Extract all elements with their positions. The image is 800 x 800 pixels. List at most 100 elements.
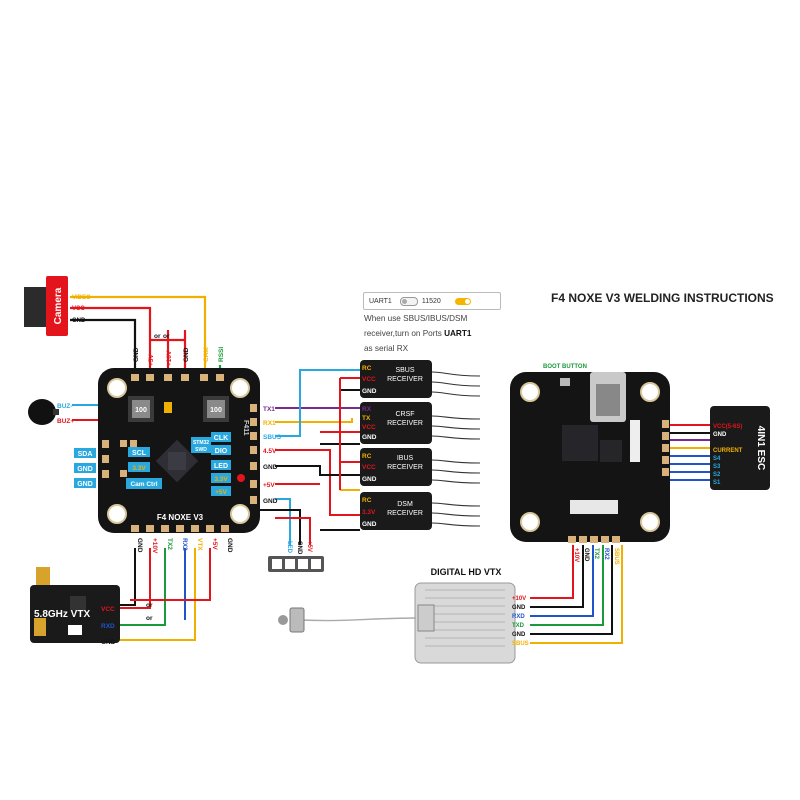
- fc-5v-right: +5V: [215, 489, 227, 496]
- sbus-sub: RECEIVER: [387, 376, 423, 383]
- fc2-pad-gnd: GND: [583, 548, 589, 562]
- dsm-name: DSM: [397, 501, 413, 508]
- hd-vtx-label: DIGITAL HD VTX: [431, 567, 502, 577]
- esc-pin-current: CURRENT: [713, 448, 743, 454]
- bottom-pad-gnd-2: GND: [226, 538, 233, 553]
- crsf-pin-gnd: GND: [362, 434, 377, 441]
- bottom-pad-vtx: VTX: [196, 538, 203, 551]
- esc-pin-s1: S1: [713, 480, 721, 486]
- hd-vtx-pin-gnd: GND: [512, 605, 526, 611]
- top-pad-gnd-2: GND: [183, 347, 190, 362]
- right-gnd-label-2: GND: [263, 498, 278, 505]
- vtx-pin-gnd: GND: [101, 639, 116, 646]
- sbus-pin-gnd: GND: [362, 388, 377, 395]
- hd-vtx-pin-sbus: SBUS: [512, 641, 529, 647]
- camera: Camera VIDEO VCC GND: [24, 276, 91, 336]
- right-45v-label: 4.5V: [263, 448, 277, 455]
- ibus-name: IBUS: [397, 455, 414, 462]
- hd-vtx-pin-10v: +10V: [512, 596, 526, 602]
- hd-vtx-pin-txd: TXD: [512, 623, 525, 629]
- fc-top-pad-labels: GND +5V or or +10V GND CAM RSSI: [133, 333, 225, 366]
- fc2-bottom-pad-labels: +10V GND TX2 RX2 SBUS: [573, 548, 619, 565]
- bottom-pad-5v: +5V: [211, 538, 218, 550]
- video-wire: [70, 295, 207, 373]
- esc-pin-s3: S3: [713, 464, 721, 470]
- esc-pin-vcc: VCC(5-6S): [713, 424, 742, 430]
- analog-vtx: 5.8GHz VTX VCC RXD GND or or: [30, 567, 153, 646]
- esc-label: 4IN1 ESC: [755, 426, 766, 470]
- esc-pin-gnd: GND: [713, 432, 727, 438]
- fc2-pad-tx2: TX2: [593, 548, 599, 560]
- right-sbus-label: SBUS: [263, 434, 282, 441]
- ibus-pin-vcc: VCC: [362, 464, 376, 471]
- crsf-sub: RECEIVER: [387, 420, 423, 427]
- uart-note: When use SBUS/IBUS/DSM receiver,turn on …: [364, 311, 504, 356]
- crsf-pin-vcc: VCC: [362, 424, 376, 431]
- vtx-or-1: or: [146, 602, 153, 609]
- esc-wires: [670, 424, 712, 481]
- fc-clk-label: CLK: [214, 435, 228, 442]
- vtx-pin-vcc: VCC: [101, 606, 115, 613]
- led-strip: LED GND +5V: [268, 541, 324, 572]
- fc-f411-label: F411: [242, 420, 249, 436]
- esc-pin-s2: S2: [713, 472, 721, 478]
- right-gnd-label-1: GND: [263, 464, 278, 471]
- hd-vtx-wires: [530, 545, 623, 644]
- right-tx1-label: TX1: [263, 406, 275, 413]
- top-pad-gnd: GND: [133, 347, 140, 362]
- bottom-pad-gnd: GND: [136, 538, 143, 553]
- toggle-off-icon: [399, 296, 418, 306]
- fc-right-labels: TX1 RX1 SBUS 4.5V GND +5V GND: [263, 406, 282, 505]
- fc-left-labels: SDA GND GND: [74, 448, 96, 488]
- fc2-pad-10v: +10V: [573, 548, 579, 562]
- hd-vtx-pin-gnd-2: GND: [512, 632, 526, 638]
- camera-pin-gnd: GND: [72, 318, 86, 324]
- sbus-name: SBUS: [395, 367, 414, 374]
- camera-wires: [70, 295, 222, 373]
- buzzer-minus: BUZ-: [57, 403, 73, 410]
- fc-board-name: F4 NOXE V3: [157, 513, 204, 522]
- note-tail: as serial RX: [364, 344, 409, 353]
- bottom-pad-rx2: RX2: [181, 538, 188, 551]
- fc-to-receiver-wires: [258, 369, 360, 545]
- sbus-pin-rc: RC: [362, 365, 372, 372]
- hd-vtx-pin-rxd: RXD: [512, 614, 525, 620]
- fc2-mcu: [562, 425, 598, 461]
- note-text: When use SBUS/IBUS/DSM receiver,turn on …: [364, 314, 468, 338]
- bottom-pad-tx2: TX2: [166, 538, 173, 550]
- top-or-2: or: [163, 333, 170, 340]
- buzzer-plus: BUZ+: [57, 418, 74, 425]
- receiver-sbus: RC VCC GND SBUS RECEIVER: [360, 360, 432, 398]
- esc-4in1: 4IN1 ESC VCC(5-6S) GND CURRENT S4 S3 S2 …: [710, 406, 770, 490]
- dsm-pin-33v: 3.3V: [362, 509, 376, 516]
- top-or-1: or: [154, 333, 161, 340]
- left-sda-label: SDA: [78, 451, 93, 458]
- fc-led-label: LED: [214, 463, 228, 470]
- receiver-dsm: RC 3.3V GND DSM RECEIVER: [360, 492, 432, 530]
- fc-33v-right: 3.3V: [214, 476, 228, 483]
- vtx-label: 5.8GHz VTX: [34, 609, 90, 620]
- bottom-pad-10v: +10V: [151, 538, 158, 554]
- buzzer: BUZ- BUZ+: [28, 399, 74, 425]
- uart-port-label: UART1: [369, 297, 392, 305]
- crsf-pin-tx: TX: [362, 415, 371, 422]
- dsm-pin-rc: RC: [362, 497, 372, 504]
- note-port: UART1: [444, 329, 472, 338]
- fc-scl-label: SCL: [132, 450, 147, 457]
- left-gnd-label-1: GND: [77, 466, 93, 473]
- fc-dio-label: DIO: [215, 448, 228, 455]
- boot-button: [560, 378, 570, 386]
- camera-pin-video: VIDEO: [72, 295, 91, 301]
- fc2-pad-rx2: RX2: [603, 548, 609, 560]
- right-flight-controller: BOOT BUTTON: [510, 364, 670, 543]
- fc-inductor-1: 100: [135, 407, 147, 414]
- vtx-pin-rxd: RXD: [101, 623, 115, 630]
- cam-vcc-wire: [70, 306, 152, 373]
- vtx-or-2: or: [146, 615, 153, 622]
- receiver-leads: [431, 371, 481, 527]
- fc-stm32-label: STM32: [193, 440, 209, 446]
- camera-lens: [24, 287, 48, 327]
- led-strip-gnd: GND: [296, 541, 302, 555]
- top-pad-cam: CAM: [203, 347, 210, 362]
- led-strip-5v: +5V: [306, 541, 312, 552]
